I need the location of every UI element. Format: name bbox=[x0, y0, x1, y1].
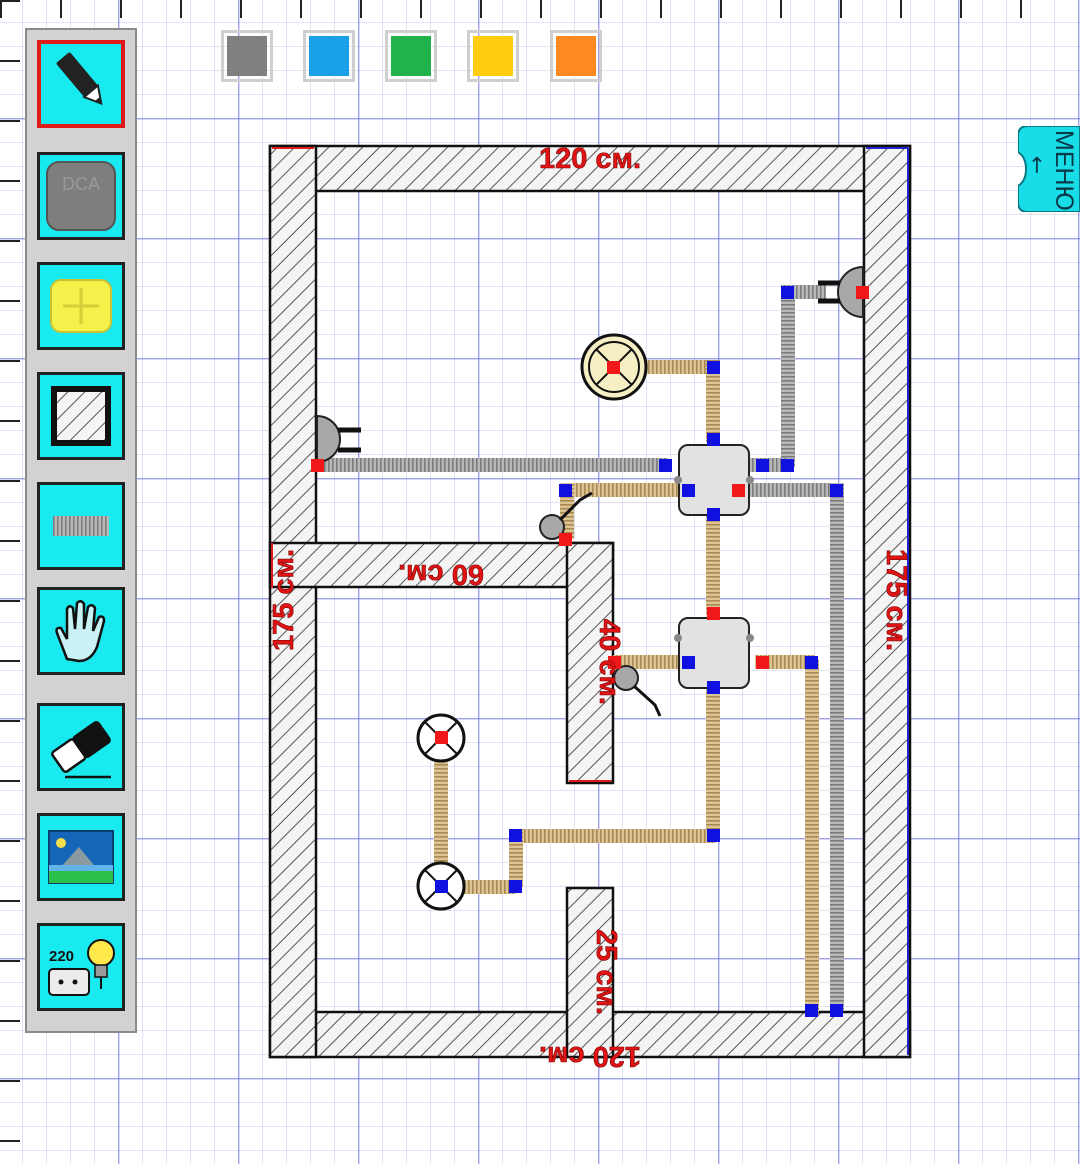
color-swatch-blue[interactable] bbox=[303, 30, 355, 82]
dimension-label-top: 120 см. bbox=[539, 143, 641, 175]
color-swatch-gray[interactable] bbox=[221, 30, 273, 82]
socket-right[interactable] bbox=[818, 265, 864, 319]
wall-tool-button[interactable] bbox=[37, 372, 125, 460]
left-ruler bbox=[0, 0, 20, 1164]
menu-label: МЕНЮ bbox=[1050, 130, 1078, 211]
color-swatch-green[interactable] bbox=[385, 30, 437, 82]
arrow-left-icon: ← bbox=[1024, 155, 1049, 175]
eraser-icon bbox=[51, 721, 111, 779]
cable-icon bbox=[53, 516, 109, 536]
swatch-fill bbox=[391, 36, 431, 76]
swatch-fill bbox=[309, 36, 349, 76]
socket-plate-tool-button[interactable] bbox=[37, 262, 125, 350]
electric-icon: 220 bbox=[48, 939, 115, 996]
junction-box[interactable] bbox=[674, 617, 754, 689]
socket-plate-icon bbox=[50, 279, 112, 333]
tan-wires[interactable] bbox=[434, 360, 819, 1012]
red-nodes[interactable] bbox=[311, 286, 869, 744]
tool-palette: DCA bbox=[25, 28, 137, 1033]
menu-label-wrap: МЕНЮ bbox=[1050, 130, 1078, 211]
swatch-fill bbox=[473, 36, 513, 76]
top-ruler bbox=[0, 0, 1080, 18]
eraser-tool-button[interactable] bbox=[37, 703, 125, 791]
image-icon bbox=[48, 830, 114, 884]
color-swatch-yellow[interactable] bbox=[467, 30, 519, 82]
swatch-fill bbox=[227, 36, 267, 76]
dimension-label-inner-bottom: 25 см. bbox=[590, 929, 622, 1015]
wall-top bbox=[268, 144, 912, 193]
socket-left[interactable] bbox=[316, 414, 361, 464]
light-switch[interactable] bbox=[613, 665, 662, 717]
junction-box[interactable] bbox=[674, 444, 754, 516]
gray-wires[interactable] bbox=[318, 285, 844, 1011]
image-tool-button[interactable] bbox=[37, 813, 125, 901]
pencil-tool-button[interactable] bbox=[37, 40, 125, 128]
light-switch[interactable] bbox=[539, 491, 593, 540]
swatch-fill bbox=[556, 36, 596, 76]
cable-tool-button[interactable] bbox=[37, 482, 125, 570]
dimension-label-left: 175 см. bbox=[268, 549, 300, 651]
junction-box-label: DCA bbox=[62, 174, 100, 194]
wall-left bbox=[268, 144, 318, 1059]
dimension-label-inner-vertical: 40 см. bbox=[593, 619, 625, 705]
wall-inner-vertical bbox=[565, 541, 615, 785]
dimension-label-inner-horizontal: 60 см. bbox=[398, 558, 484, 590]
hand-tool-button[interactable] bbox=[37, 587, 125, 675]
color-swatch-orange[interactable] bbox=[550, 30, 602, 82]
menu-button[interactable] bbox=[1018, 126, 1080, 212]
wall-inner-horizontal bbox=[268, 541, 615, 589]
electric-tool-button[interactable]: 220 bbox=[37, 923, 125, 1011]
wall-right bbox=[862, 144, 912, 1059]
electric-tool-label: 220 bbox=[49, 948, 74, 965]
junction-box-tool-button[interactable]: DCA bbox=[37, 152, 125, 240]
dimension-label-bottom: 120 см. bbox=[539, 1040, 641, 1072]
wall-inner-bottom bbox=[565, 886, 615, 1059]
wall-block-icon bbox=[51, 386, 111, 446]
pencil-icon bbox=[56, 52, 103, 106]
blue-nodes[interactable] bbox=[435, 286, 843, 1017]
junction-box-icon: DCA bbox=[46, 161, 116, 231]
hand-icon bbox=[55, 600, 106, 663]
dimension-label-right: 175 см. bbox=[880, 549, 912, 651]
walls[interactable] bbox=[268, 144, 912, 1059]
